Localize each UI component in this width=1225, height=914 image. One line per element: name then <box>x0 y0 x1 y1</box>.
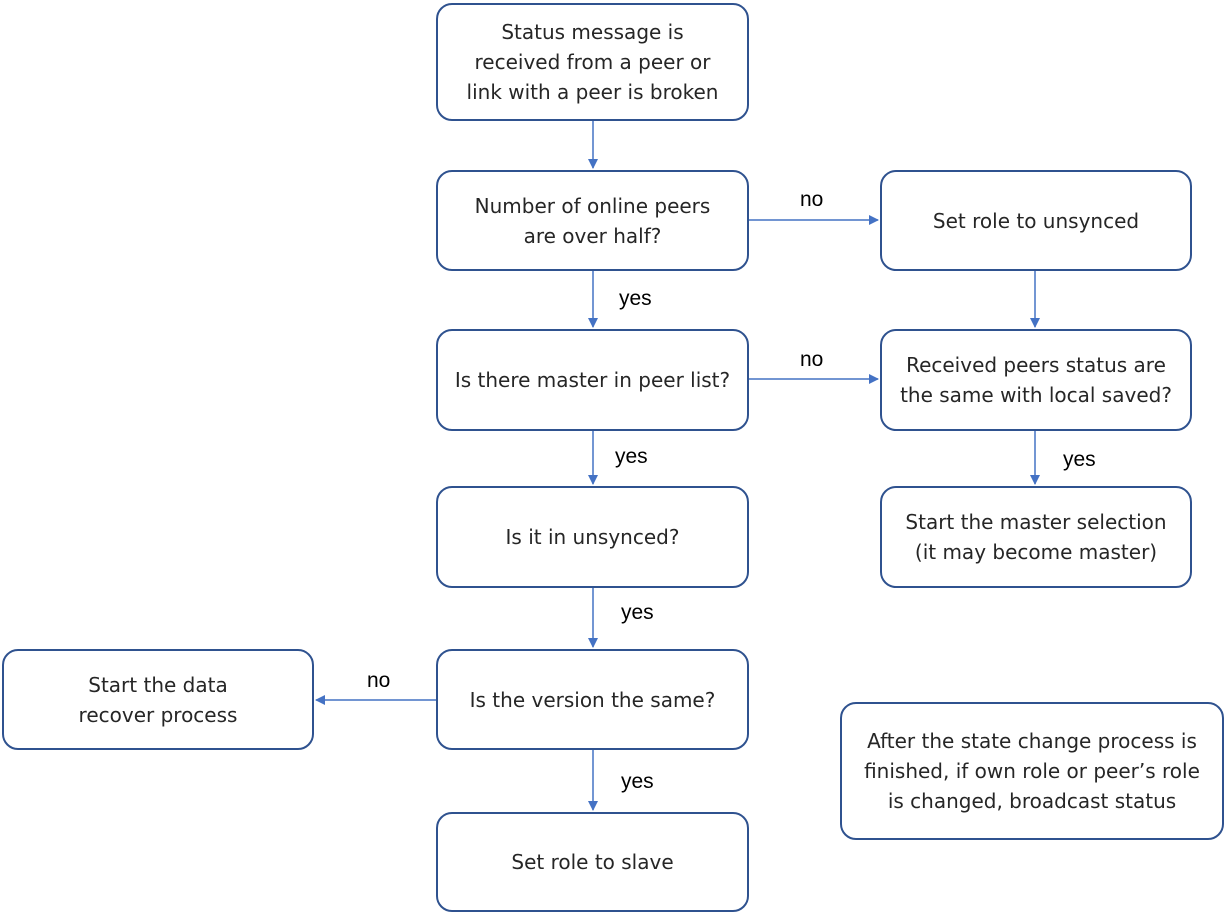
unsynced-check-node: Is it in unsynced? <box>436 486 749 588</box>
set-slave-node: Set role to slave <box>436 812 749 912</box>
edge-label-online-yes: yes <box>619 287 652 310</box>
start-node: Status message is received from a peer o… <box>436 3 749 121</box>
data-recover-text: Start the data recover process <box>78 672 238 727</box>
online-check-node: Number of online peers are over half? <box>436 170 749 271</box>
status-check-text: Received peers status are the same with … <box>900 353 1172 407</box>
data-recover-node: Start the data recover process <box>2 649 314 750</box>
note-node: After the state change process is finish… <box>840 702 1224 840</box>
edge-label-version-yes: yes <box>621 770 654 793</box>
edge-label-master-yes: yes <box>615 445 648 468</box>
edge-label-unsynced-yes: yes <box>621 601 654 624</box>
version-check-node: Is the version the same? <box>436 649 749 750</box>
note-text: After the state change process is finish… <box>864 729 1200 813</box>
unsynced-check-text: Is it in unsynced? <box>505 525 680 549</box>
edge-label-version-no: no <box>367 669 391 692</box>
start-node-text: Status message is received from a peer o… <box>466 20 719 104</box>
set-slave-text: Set role to slave <box>511 850 674 874</box>
master-selection-text: Start the master selection (it may becom… <box>905 510 1167 564</box>
master-check-node: Is there master in peer list? <box>436 329 749 431</box>
status-check-node: Received peers status are the same with … <box>880 329 1192 431</box>
master-check-text: Is there master in peer list? <box>454 368 731 392</box>
master-selection-node: Start the master selection (it may becom… <box>880 486 1192 588</box>
version-check-text: Is the version the same? <box>469 687 716 712</box>
edge-label-master-no: no <box>800 348 824 371</box>
edge-label-online-no: no <box>800 188 824 211</box>
edge-label-status-yes: yes <box>1063 448 1096 471</box>
online-check-text: Number of online peers are over half? <box>474 193 711 248</box>
set-unsynced-text: Set role to unsynced <box>932 208 1140 233</box>
set-unsynced-node: Set role to unsynced <box>880 170 1192 271</box>
